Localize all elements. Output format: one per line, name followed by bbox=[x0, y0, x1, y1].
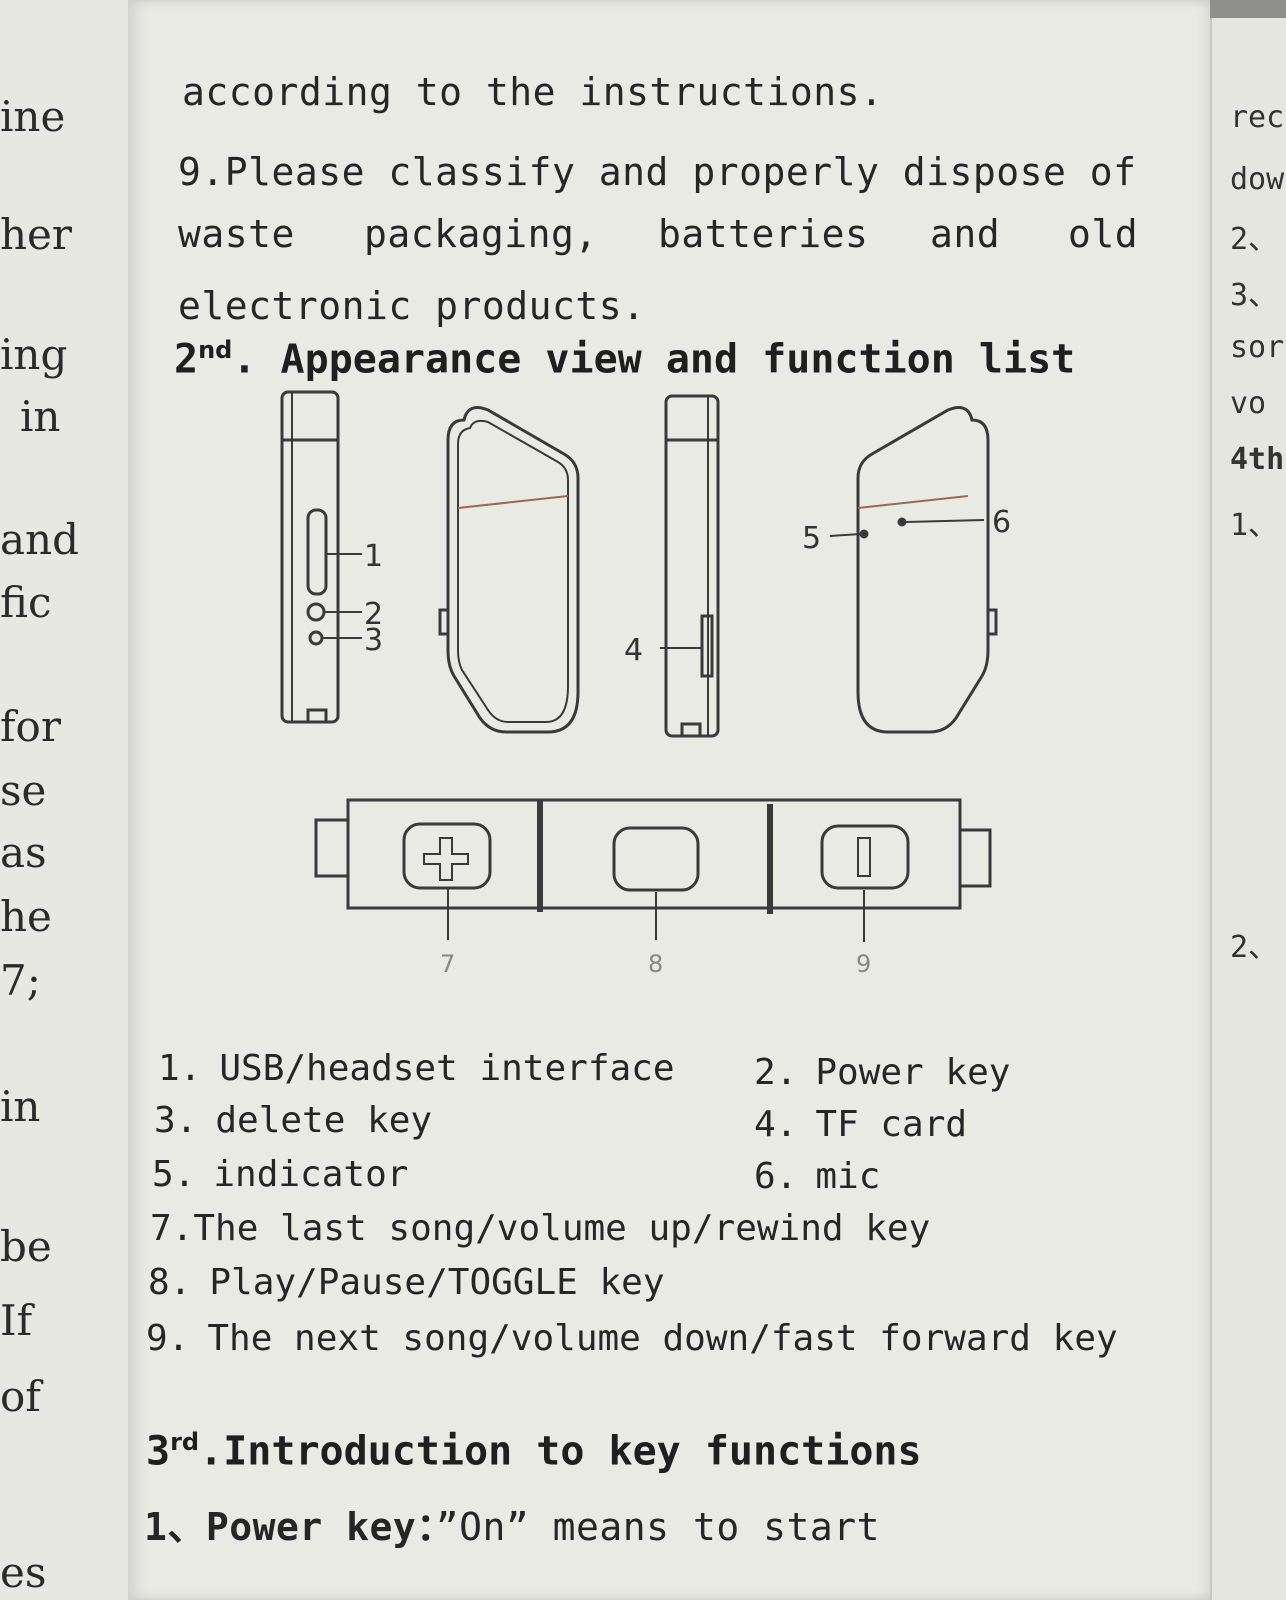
callout-4: 4 bbox=[624, 633, 643, 668]
heading-title: . Appearance view and function list bbox=[232, 336, 1076, 383]
right-fragment: 3、 bbox=[1230, 278, 1279, 313]
right-fragment: rec bbox=[1230, 100, 1285, 135]
text-line: 1、Power key：”On” means to start bbox=[144, 1496, 880, 1551]
function-list-item: 7.The last song/volume up/rewind key bbox=[150, 1208, 931, 1249]
callout-2: 2 bbox=[364, 597, 383, 632]
manual-page: according to the instructions. 9.Please … bbox=[128, 0, 1210, 1600]
heading-ordinal: 2 bbox=[174, 336, 199, 383]
text-line: 9.Please classify and properly dispose o… bbox=[178, 150, 1137, 194]
word: waste bbox=[178, 212, 295, 256]
delete-key-marker bbox=[308, 630, 324, 646]
left-fragment: be bbox=[0, 1222, 52, 1271]
section-heading-appearance: 2nd. Appearance view and function list bbox=[174, 336, 1075, 382]
left-fragment: fic bbox=[0, 578, 52, 627]
device-front-view bbox=[438, 406, 580, 734]
left-fragment: her bbox=[0, 210, 72, 259]
callout-8: 8 bbox=[648, 950, 663, 978]
right-fragment: 1、 bbox=[1230, 508, 1279, 543]
word: packaging, bbox=[364, 212, 598, 256]
left-fragment: and bbox=[0, 515, 79, 564]
right-fragment: 2、 bbox=[1230, 222, 1279, 257]
callout-7: 7 bbox=[440, 950, 455, 978]
function-list-item: 1.USB/headset interface bbox=[158, 1048, 675, 1089]
left-fragment: ine bbox=[0, 92, 66, 141]
device-side-view-right bbox=[660, 394, 720, 738]
left-fragment: 7; bbox=[0, 956, 41, 1005]
right-fragment: vo bbox=[1230, 386, 1267, 421]
power-key-label: 1、Power key： bbox=[144, 1505, 436, 1549]
text-line: waste packaging, batteries and old bbox=[178, 212, 1138, 256]
function-list-item: 4.TF card bbox=[754, 1104, 968, 1145]
callout-3: 3 bbox=[364, 623, 383, 658]
right-fragment: 2、 bbox=[1230, 930, 1279, 965]
left-fragment: for bbox=[0, 702, 61, 751]
play-pause-key bbox=[612, 826, 700, 892]
text-line: electronic products. bbox=[178, 284, 646, 328]
right-fragment: sor bbox=[1230, 330, 1285, 365]
word: and bbox=[930, 212, 1001, 256]
function-list-item: 9.The next song/volume down/fast forward… bbox=[146, 1318, 1118, 1359]
left-fragment: es bbox=[0, 1548, 47, 1597]
power-key-description: ”On” means to start bbox=[435, 1505, 880, 1549]
button-strip bbox=[314, 798, 992, 942]
callout-5: 5 bbox=[802, 521, 821, 556]
word: old bbox=[1068, 212, 1139, 256]
function-list-item: 5.indicator bbox=[152, 1154, 409, 1195]
section-heading-key-functions: 3rd.Introduction to key functions bbox=[146, 1428, 922, 1474]
word: batteries bbox=[658, 212, 869, 256]
device-diagram: 1 2 3 4 5 6 bbox=[280, 390, 1011, 978]
right-fragment: 4th bbox=[1230, 442, 1285, 477]
heading-title: .Introduction to key functions bbox=[199, 1428, 922, 1475]
tf-card-slot bbox=[700, 614, 714, 678]
function-list-item: 3.delete key bbox=[154, 1100, 433, 1141]
left-fragment: in bbox=[20, 392, 61, 441]
device-back-view bbox=[829, 406, 998, 734]
device-side-view-left bbox=[280, 390, 362, 724]
left-fragment: in bbox=[0, 1082, 41, 1131]
heading-ordinal-suffix: rd bbox=[170, 1428, 200, 1456]
right-fragment: dow bbox=[1230, 162, 1285, 197]
callout-9: 9 bbox=[856, 950, 871, 978]
callout-1: 1 bbox=[364, 539, 383, 574]
function-list-item: 6.mic bbox=[754, 1156, 881, 1197]
volume-up-key bbox=[402, 822, 492, 890]
function-list-item: 8.Play/Pause/TOGGLE key bbox=[148, 1262, 665, 1303]
left-fragment: he bbox=[0, 892, 52, 941]
heading-ordinal-suffix: nd bbox=[198, 336, 233, 364]
left-page-edge: ine her ing in and fic for se as he 7; i… bbox=[0, 0, 131, 1600]
power-key-marker bbox=[306, 602, 326, 622]
left-fragment: se bbox=[0, 766, 47, 815]
left-fragment: as bbox=[0, 828, 47, 877]
usb-port bbox=[306, 508, 328, 596]
callout-6: 6 bbox=[992, 505, 1011, 540]
volume-down-key bbox=[820, 824, 910, 890]
left-fragment: If bbox=[0, 1296, 33, 1345]
heading-ordinal: 3 bbox=[146, 1428, 171, 1475]
right-page-edge: rec dow 2、 3、 sor vo 4th 1、 2、 bbox=[1210, 18, 1286, 1600]
function-list-item: 2.Power key bbox=[754, 1052, 1011, 1093]
text-line: according to the instructions. bbox=[182, 70, 884, 114]
left-fragment: ing bbox=[0, 330, 68, 379]
left-fragment: of bbox=[0, 1372, 41, 1421]
